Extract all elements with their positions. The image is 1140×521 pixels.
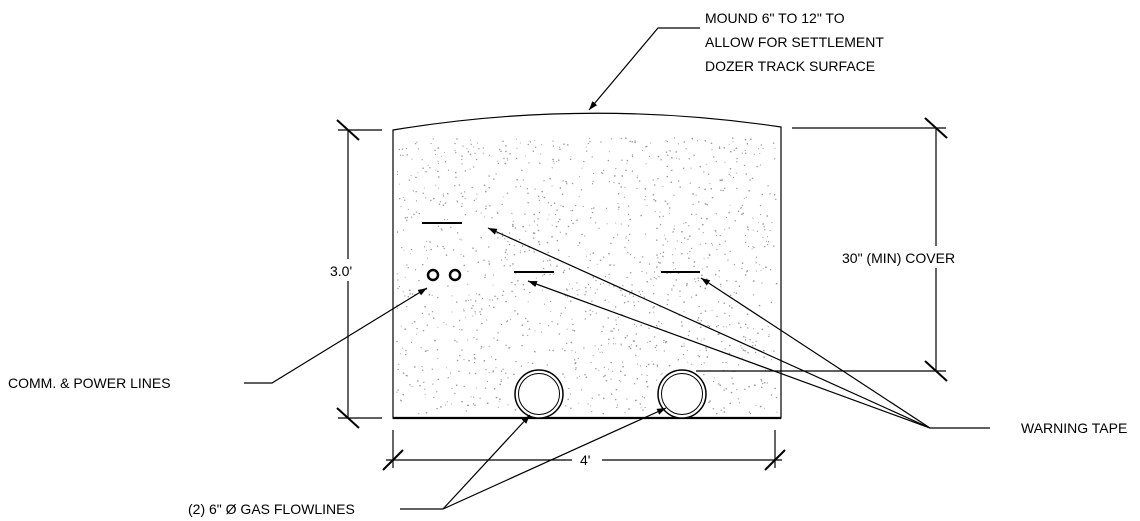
- comm-power-leader: [244, 287, 428, 384]
- warning-tape-label: WARNING TAPE: [1021, 420, 1127, 436]
- cover-dimension-label: 30" (MIN) COVER: [842, 250, 955, 266]
- gas-flowlines-leader: [400, 407, 667, 510]
- gas-flowlines: [514, 369, 707, 419]
- mound-label-line3: DOZER TRACK SURFACE: [705, 58, 875, 74]
- mound-label-line2: ALLOW FOR SETTLEMENT: [705, 34, 884, 50]
- width-label-mask: [572, 450, 602, 470]
- trench-backfill: [392, 112, 782, 420]
- warning-tape-leaders: [487, 227, 990, 429]
- gas-flowline-right-inner: [661, 373, 703, 415]
- gas-flowline-left-inner: [518, 373, 560, 415]
- comm-conduit: [426, 268, 440, 282]
- depth-dimension-label: 3.0': [330, 263, 352, 279]
- warning-tape-segments: [422, 222, 700, 273]
- width-dimension-label: 4': [580, 452, 590, 468]
- comm-power-label: COMM. & POWER LINES: [8, 375, 171, 391]
- mound-leader: [588, 27, 700, 111]
- comm-power-conduits: [426, 268, 462, 282]
- cover-label-mask: [832, 246, 1018, 268]
- mound-label-line1: MOUND 6" TO 12" TO: [705, 10, 845, 26]
- gas-flowlines-label: (2) 6" Ø GAS FLOWLINES: [188, 501, 355, 517]
- backfill-stipple: [396, 137, 778, 415]
- depth-label-mask: [320, 259, 376, 281]
- power-conduit: [448, 268, 462, 282]
